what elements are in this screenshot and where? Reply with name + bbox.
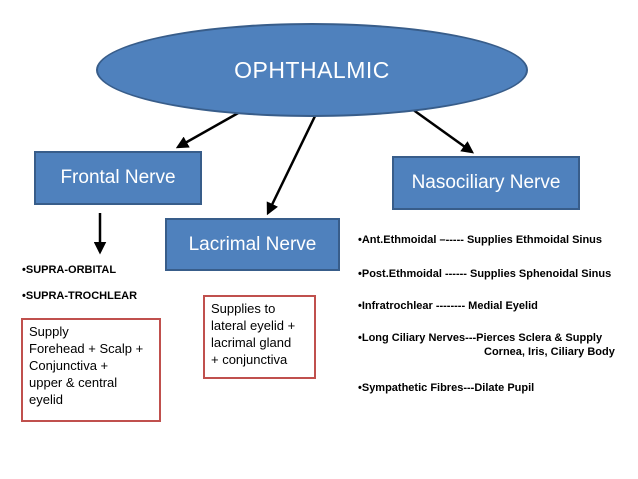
nasociliary-item-ant-ethmoidal: •Ant.Ethmoidal –----- Supplies Ethmoidal… [358,233,602,247]
nasociliary-item-infratrochlear: •Infratrochlear -------- Medial Eyelid [358,299,538,313]
nasociliary-item-text: •Post.Ethmoidal ------ Supplies Sphenoid… [358,268,612,280]
nasociliary-item-text: •Ant.Ethmoidal –----- Supplies Ethmoidal… [358,234,603,246]
ophthalmic-node: OPHTHALMIC [96,23,528,117]
lacrimal-supply-line: + conjunctiva [211,352,288,367]
arrow-to-lacrimal [266,113,318,216]
frontal-nerve-label: Frontal Nerve [60,167,176,188]
frontal-supply-line: Conjunctiva + [29,358,109,373]
lacrimal-supply-box: Supplies to lateral eyelid + lacrimal gl… [203,295,316,379]
lacrimal-supply-line: lacrimal gland [211,335,292,350]
nasociliary-item-sympathetic: •Sympathetic Fibres---Dilate Pupil [358,381,534,395]
nasociliary-item-subtext: Cornea, Iris, Ciliary Body [484,346,615,358]
lacrimal-supply-line: lateral eyelid + [211,318,296,333]
arrow-to-frontal [175,110,241,149]
nasociliary-nerve-node: Nasociliary Nerve [392,156,580,210]
nasociliary-item-post-ethmoidal: •Post.Ethmoidal ------ Supplies Sphenoid… [358,267,611,281]
frontal-supply-line: Supply [29,324,69,339]
frontal-supply-line: eyelid [29,392,63,407]
supra-trochlear-label: •SUPRA-TROCHLEAR [22,290,138,302]
lacrimal-nerve-label: Lacrimal Nerve [188,233,317,255]
frontal-nerve-node: Frontal Nerve [34,151,202,205]
nasociliary-item-text: •Infratrochlear -------- Medial Eyelid [358,300,538,312]
nasociliary-nerve-label: Nasociliary Nerve [411,172,561,193]
lacrimal-nerve-node: Lacrimal Nerve [165,218,340,271]
ophthalmic-title: OPHTHALMIC [234,56,390,83]
arrow-to-nasociliary [411,107,475,154]
lacrimal-supply-line: Supplies to [211,301,276,316]
nasociliary-item-text: •Sympathetic Fibres---Dilate Pupil [358,382,535,394]
nasociliary-item-long-ciliary: •Long Ciliary Nerves---Pierces Sclera & … [358,331,615,359]
frontal-supply-line: upper & central [29,375,118,390]
supra-orbital-label: •SUPRA-ORBITAL [22,264,117,276]
frontal-supply-box: Supply Forehead + Scalp + Conjunctiva + … [21,318,161,422]
nasociliary-item-text: •Long Ciliary Nerves---Pierces Sclera & … [358,332,603,344]
frontal-supply-line: Forehead + Scalp + [29,341,144,356]
